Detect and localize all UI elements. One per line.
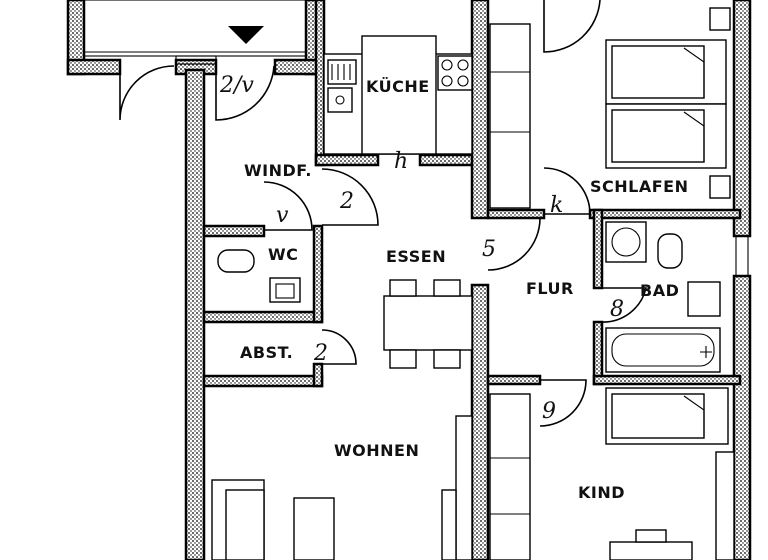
wall	[312, 362, 324, 388]
wall	[314, 0, 326, 167]
basin-icon	[327, 87, 353, 113]
window	[735, 235, 749, 277]
wall	[592, 374, 742, 386]
door-swing[interactable]	[598, 287, 648, 323]
wall	[184, 68, 206, 560]
window	[83, 0, 307, 57]
bed-inner	[611, 45, 705, 99]
door-swing[interactable]	[543, 0, 601, 53]
wall	[470, 0, 490, 220]
label-bad: BAD	[640, 281, 679, 300]
chair	[433, 349, 461, 369]
door-swing[interactable]	[119, 65, 175, 121]
bad-toilet-icon	[657, 233, 683, 269]
furniture	[211, 7, 735, 560]
wall	[66, 58, 122, 76]
chair	[389, 349, 417, 369]
door-swing[interactable]	[263, 181, 313, 231]
window	[175, 55, 217, 65]
wall	[314, 153, 380, 167]
door-swing[interactable]	[539, 379, 587, 427]
label-wohnen: WOHNEN	[334, 441, 419, 460]
door-swing[interactable]	[321, 168, 379, 226]
bathtub-inner	[611, 333, 715, 367]
wall	[486, 208, 546, 220]
handwritten-schlafen: k	[550, 193, 563, 218]
label-essen: ESSEN	[386, 247, 446, 266]
wall	[202, 374, 324, 388]
burner-icon	[457, 75, 469, 87]
burner-icon	[441, 59, 453, 71]
handwritten-kitchen: h	[394, 149, 408, 174]
label-wc: WC	[268, 245, 298, 264]
wc-basin-icon	[269, 277, 301, 303]
handwritten-kind: 9	[542, 399, 556, 424]
burner-icon	[457, 59, 469, 71]
handwritten-marks: 2/v 2 v h 5 2 k 8 9	[219, 73, 624, 424]
wall	[732, 274, 752, 560]
dining-table	[383, 295, 473, 351]
label-flur: FLUR	[526, 279, 574, 298]
label-windfang: WINDF.	[244, 161, 312, 180]
wall	[202, 310, 324, 324]
wall	[732, 0, 752, 238]
wall	[588, 208, 742, 220]
label-kueche: KÜCHE	[366, 77, 430, 96]
balcony-marker-icon	[228, 26, 264, 44]
wardrobe	[489, 23, 531, 209]
handwritten-entry: 2/v	[219, 73, 254, 98]
drum-icon	[611, 227, 641, 257]
door-swing[interactable]	[543, 167, 591, 215]
chair	[433, 279, 461, 297]
kitchen-island	[361, 35, 437, 155]
handwritten-abstell: 2	[313, 341, 328, 366]
bad-basin-icon	[687, 281, 721, 317]
bathtub-icon	[605, 327, 721, 373]
room-labels: KÜCHE WINDF. WC ESSEN FLUR BAD ABST. WOH…	[240, 77, 688, 502]
tap-icon	[700, 346, 712, 358]
kind-chair	[609, 541, 693, 560]
label-abstell: ABST.	[240, 343, 293, 362]
pillow-icon	[683, 395, 705, 436]
handwritten-windfang: 2	[339, 189, 354, 214]
pillow-icon	[683, 111, 705, 162]
wall	[470, 283, 490, 560]
pillow-icon	[683, 47, 705, 98]
wc-toilet-icon	[217, 249, 255, 273]
wall	[592, 208, 604, 290]
kind-wardrobe	[489, 393, 531, 560]
label-schlafen: SCHLAFEN	[590, 177, 688, 196]
chair	[389, 279, 417, 297]
handwritten-wc: v	[276, 203, 289, 228]
wall	[312, 224, 324, 324]
kind-desk	[715, 451, 735, 560]
coffee-table	[293, 497, 335, 560]
wall	[202, 224, 266, 238]
kind-chair-back	[635, 529, 667, 543]
nightstand	[709, 175, 731, 199]
drain-icon	[335, 95, 345, 105]
handwritten-bad: 8	[610, 297, 624, 322]
armchair	[441, 489, 457, 560]
doors	[119, 0, 648, 427]
sideboard	[455, 415, 473, 560]
wc-basin-inner	[275, 283, 295, 299]
windows	[83, 0, 749, 277]
door-swing[interactable]	[215, 65, 275, 121]
sofa-cushion	[225, 489, 265, 560]
wall	[486, 374, 542, 386]
door-swing[interactable]	[487, 217, 541, 271]
nightstand	[709, 7, 731, 31]
door-swing[interactable]	[321, 329, 357, 365]
bed-inner	[611, 393, 705, 439]
bed-inner	[611, 109, 705, 163]
burner-icon	[441, 75, 453, 87]
handwritten-essen: 5	[482, 237, 496, 262]
label-kind: KIND	[578, 483, 625, 502]
sink-icon	[327, 59, 357, 85]
washing-machine-icon	[605, 221, 647, 263]
wall	[592, 320, 604, 386]
